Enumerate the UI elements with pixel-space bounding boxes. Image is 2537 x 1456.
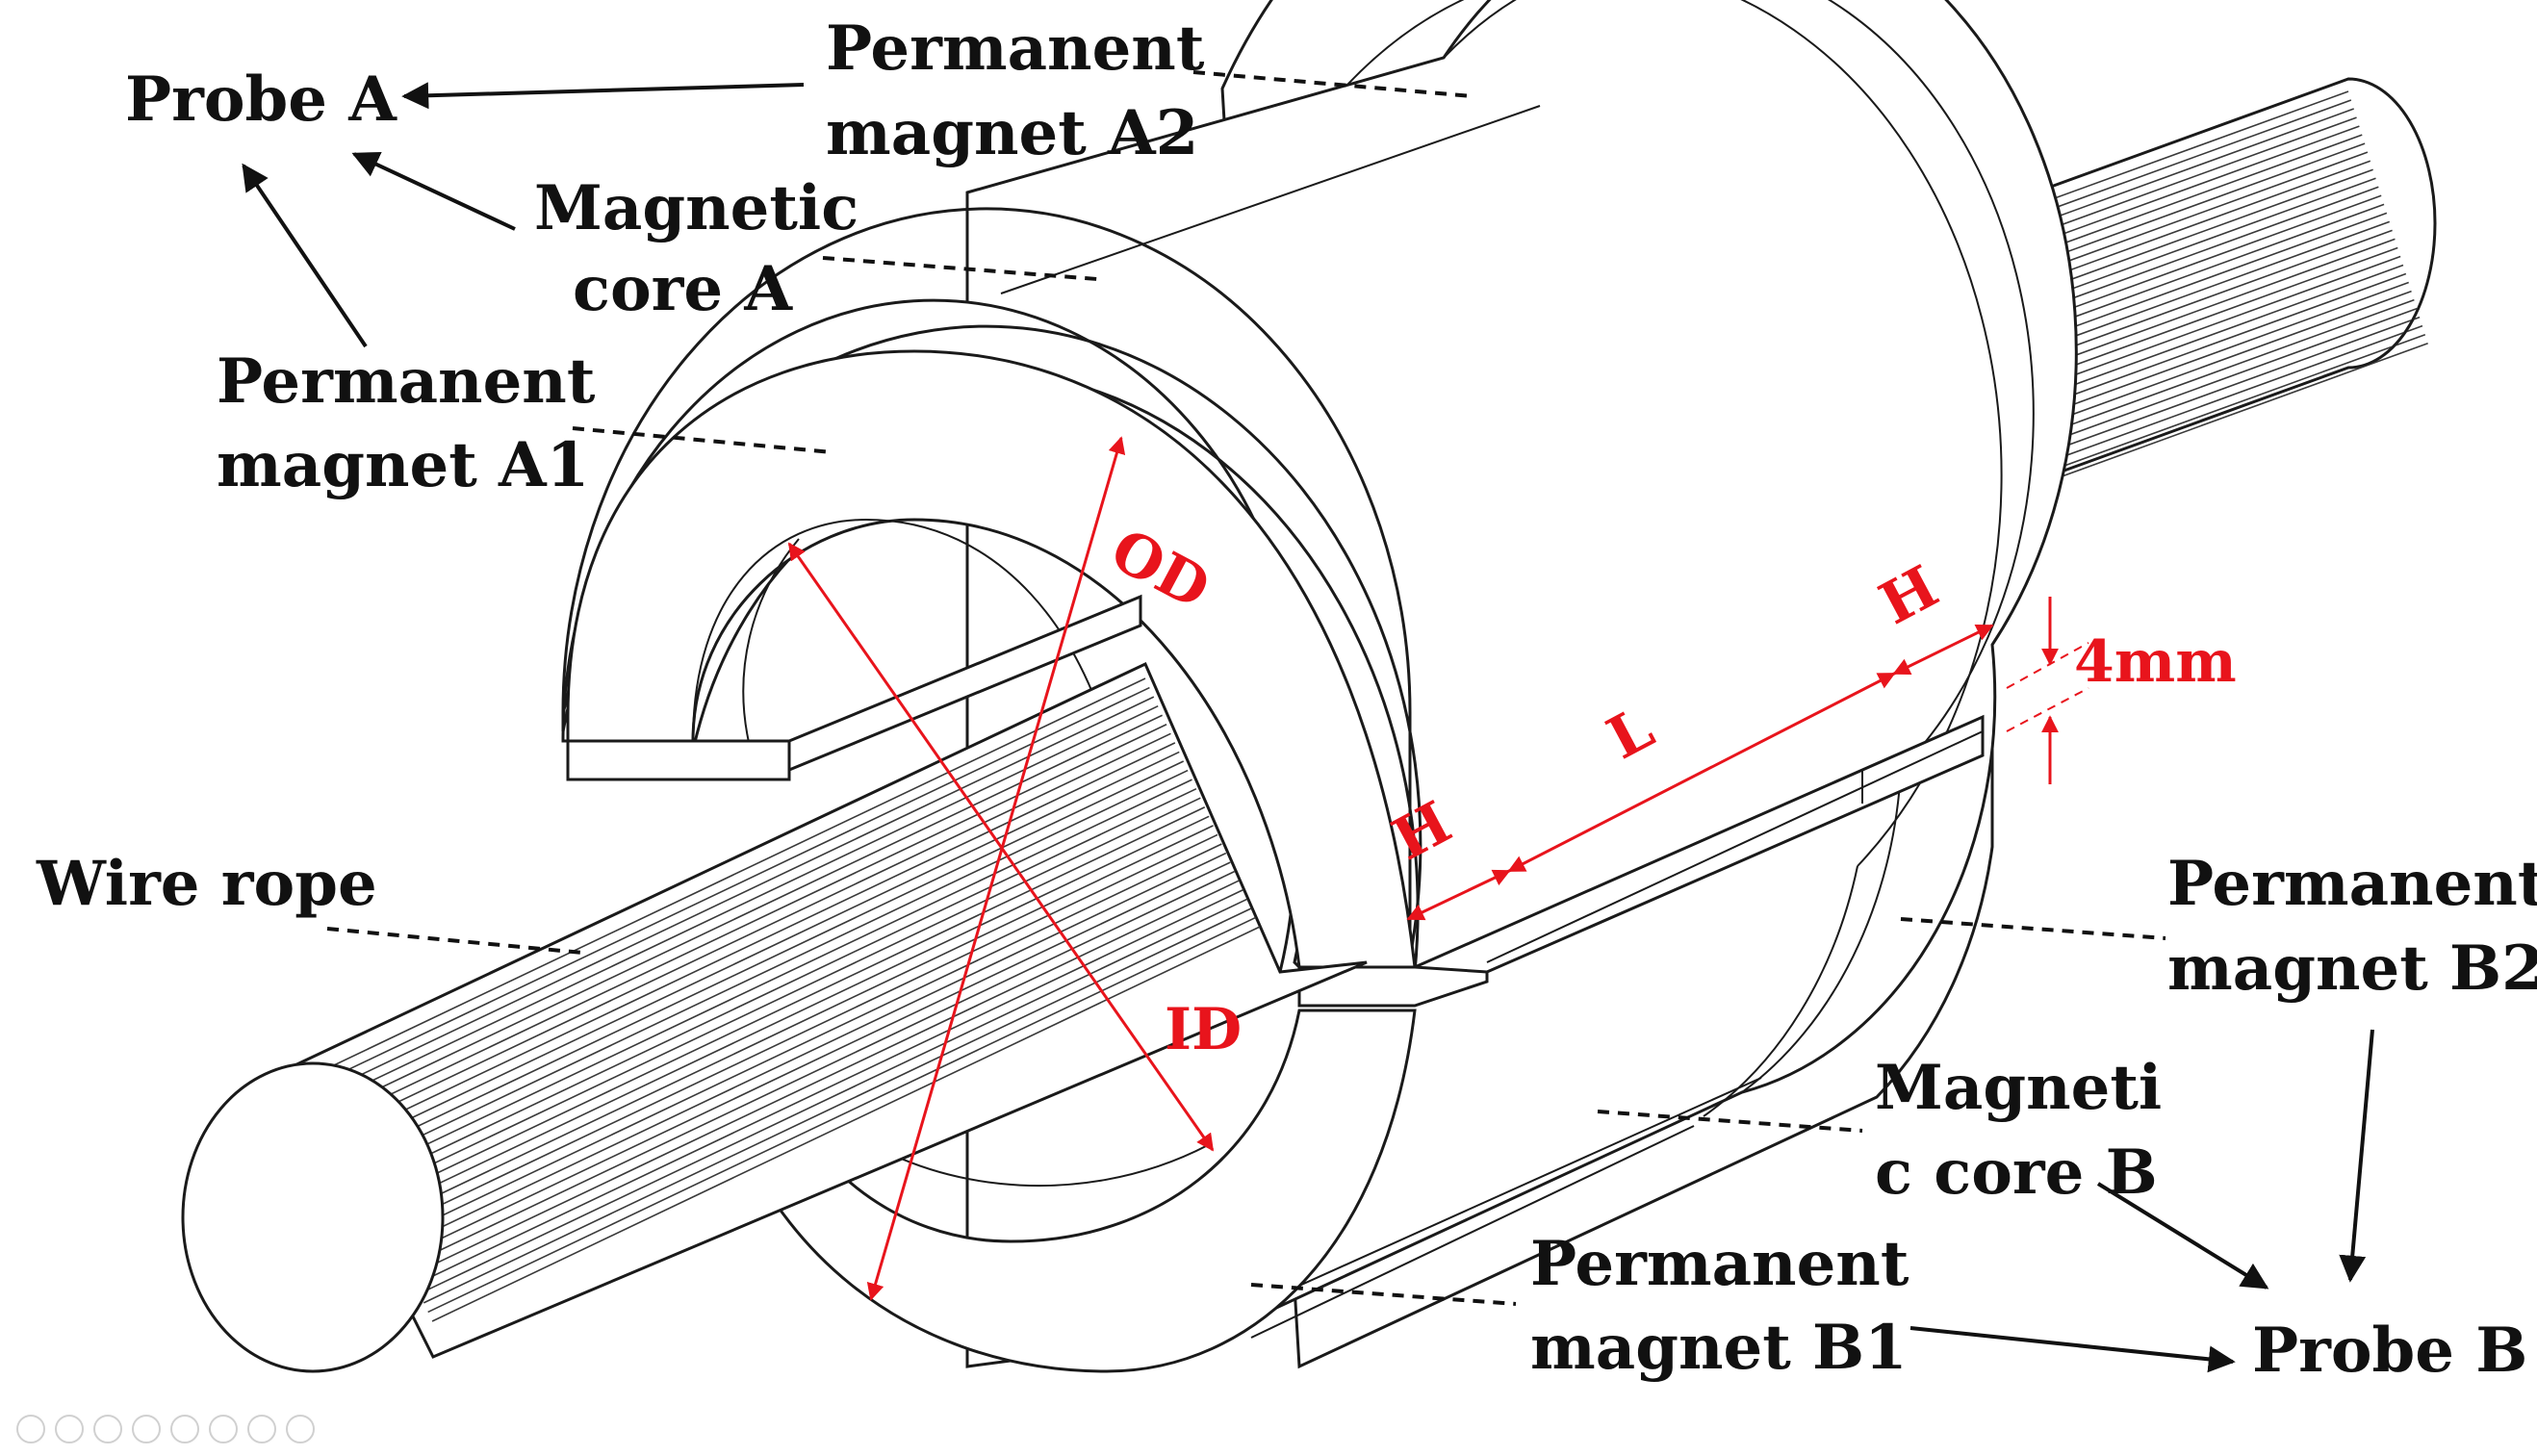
- label-permanent-magnet-b1-line2: magnet B1: [1530, 1312, 1908, 1384]
- arrow-core-b-to-probe-b: [2096, 1182, 2269, 1290]
- leader-lines: [326, 70, 2166, 1306]
- arrow-core-a-to-probe-a: [351, 151, 516, 231]
- dimension-lines: [787, 436, 2089, 1301]
- label-magnetic-core-b-line1: Magneti: [1875, 1052, 2162, 1124]
- label-permanent-magnet-b2-line1: Permanent: [2167, 848, 2537, 920]
- h-front-dimension-line: [1406, 869, 1511, 921]
- dim-label-id: ID: [1165, 996, 1242, 1063]
- arrow-a2-to-probe-a: [401, 82, 805, 110]
- label-magnetic-core-b-line2: c core B: [1875, 1137, 2158, 1209]
- label-permanent-magnet-a1-line1: Permanent: [217, 345, 596, 418]
- watermark-icons: [16, 1415, 315, 1443]
- label-permanent-magnet-b2-line2: magnet B2: [2167, 932, 2537, 1005]
- l-dimension-line: [1507, 672, 1896, 873]
- label-permanent-magnet-a2-line2: magnet A2: [826, 97, 1198, 169]
- arrow-b1-to-probe-b: [1909, 1326, 2236, 1373]
- label-magnetic-core-a-line1: Magnetic: [534, 172, 858, 244]
- arrow-a1-to-probe-a: [242, 163, 368, 348]
- id-dimension-line: [787, 542, 1215, 1152]
- dim-label-gap: 4mm: [2074, 628, 2237, 696]
- label-probe-b: Probe B: [2252, 1315, 2527, 1387]
- label-magnetic-core-a-line2: core A: [573, 253, 793, 325]
- label-wire-rope: Wire rope: [36, 848, 377, 920]
- label-probe-a: Probe A: [125, 64, 397, 136]
- label-permanent-magnet-a1-line2: magnet A1: [217, 429, 589, 501]
- h-back-dimension-line: [1892, 624, 1994, 676]
- arrow-b2-to-probe-b: [2339, 1029, 2374, 1283]
- pointer-arrows: [242, 82, 2374, 1373]
- label-permanent-magnet-b1-line1: Permanent: [1530, 1228, 1909, 1300]
- label-permanent-magnet-a2-line1: Permanent: [826, 13, 1205, 85]
